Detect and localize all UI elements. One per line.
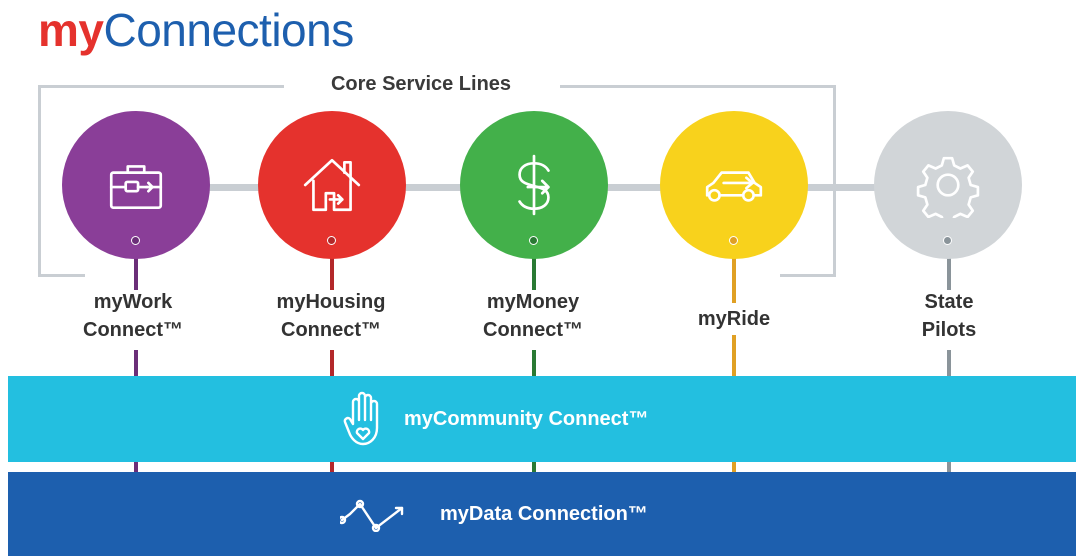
stem-mywork (134, 248, 138, 290)
stem-myride (732, 248, 736, 303)
stem-myride (732, 462, 736, 472)
house-icon (303, 158, 361, 212)
stem-state-pilots (947, 248, 951, 290)
bracket-top-left (38, 85, 284, 88)
stem-myhousing (330, 350, 334, 376)
connector (400, 184, 470, 191)
label-line-1: State (924, 291, 974, 313)
service-pin (943, 236, 952, 245)
service-pin (131, 236, 140, 245)
label-line-2: Connect™ (483, 319, 583, 341)
stem-mywork (134, 462, 138, 472)
stem-myride (732, 335, 736, 376)
label-line-2: Connect™ (83, 319, 183, 341)
data-title: myData Connection™ (440, 502, 648, 525)
label-line-1: myWork (93, 291, 173, 313)
stem-myhousing (330, 462, 334, 472)
label-line-2: Connect™ (281, 319, 381, 341)
connector (205, 184, 265, 191)
service-circle-state-pilots (874, 111, 1022, 259)
stem-state-pilots (947, 462, 951, 472)
stem-state-pilots (947, 350, 951, 376)
gear-icon (916, 156, 980, 218)
brand-logo: myConnections (38, 2, 354, 58)
briefcase-icon (109, 165, 163, 210)
hand-heart-icon (343, 391, 379, 446)
stem-mymoney (532, 462, 536, 472)
bracket-right (780, 85, 836, 277)
community-title: myCommunity Connect™ (404, 407, 649, 430)
service-pin (729, 236, 738, 245)
bracket-top-right (560, 85, 836, 88)
core-service-lines-label: Core Service Lines (330, 73, 512, 95)
label-line-2: Pilots (921, 319, 977, 341)
label-mywork: myWork Connect™ (48, 288, 218, 344)
brand-prefix: my (38, 4, 104, 56)
label-myhousing: myHousing Connect™ (246, 288, 416, 344)
line-graph-icon (340, 499, 404, 532)
label-mymoney: myMoney Connect™ (448, 288, 618, 344)
service-pin (529, 236, 538, 245)
dollar-icon (518, 154, 550, 216)
service-circle-mywork (62, 111, 210, 259)
label-line-1: myMoney (486, 291, 580, 313)
stem-mymoney (532, 248, 536, 290)
data-band: myData Connection™ (8, 472, 1076, 556)
stem-mymoney (532, 350, 536, 376)
service-circle-mymoney (460, 111, 608, 259)
stem-mywork (134, 350, 138, 376)
service-circle-myhousing (258, 111, 406, 259)
connector (600, 184, 670, 191)
car-icon (705, 171, 763, 202)
label-state-pilots: State Pilots (864, 288, 1034, 344)
stem-myhousing (330, 248, 334, 290)
label-line-1: myHousing (276, 291, 386, 313)
label-myride: myRide (649, 305, 819, 333)
community-band: myCommunity Connect™ (8, 376, 1076, 462)
connector (800, 184, 880, 191)
label-line-1: myRide (697, 308, 771, 330)
brand-name: Connections (103, 4, 354, 56)
service-pin (327, 236, 336, 245)
service-circle-myride (660, 111, 808, 259)
